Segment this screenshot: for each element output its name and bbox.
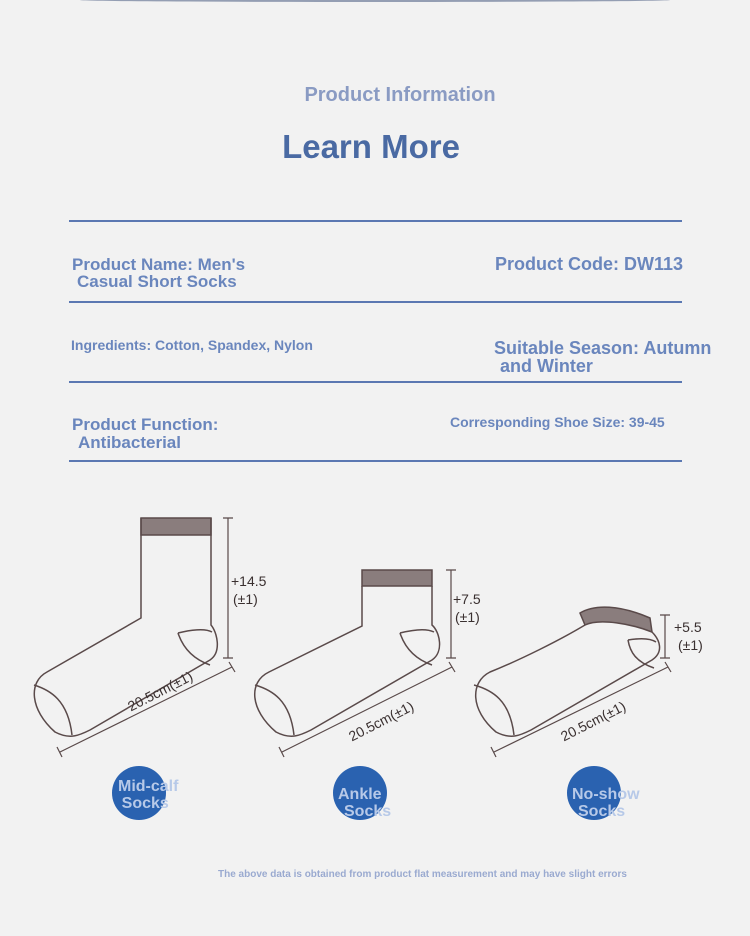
divider-line [69, 460, 682, 462]
no-show-badge [567, 766, 621, 820]
no-show-label: No-show Socks [572, 786, 640, 820]
mid-calf-height: +14.5 (±1) [231, 572, 266, 608]
ankle-sock-illustration [254, 569, 456, 758]
height-tolerance: (±1) [455, 609, 480, 625]
section-subtitle: Product Information [304, 84, 496, 106]
shoe-size: Corresponding Shoe Size: 39-45 [450, 414, 665, 430]
footnote: The above data is obtained from product … [218, 869, 627, 880]
label-line1: Mid-calf [118, 778, 179, 795]
top-decoration-bar [80, 0, 670, 2]
product-name-line2: Casual Short Socks [77, 272, 237, 291]
product-function: Product Function: Antibacterial [72, 416, 218, 452]
product-name-line1: Product Name: Men's [72, 255, 246, 274]
label-line2: Socks [578, 803, 626, 820]
ingredients: Ingredients: Cotton, Spandex, Nylon [71, 337, 313, 353]
suitable-season: Suitable Season: Autumn and Winter [494, 339, 711, 375]
divider-line [69, 381, 682, 383]
no-show-sock-illustration [473, 606, 672, 758]
label-line1: Ankle [338, 786, 382, 803]
ankle-badge [333, 766, 387, 820]
label-line2: Socks [121, 795, 169, 812]
divider-line [69, 220, 682, 222]
product-function-line2: Antibacterial [78, 433, 181, 452]
mid-calf-badge [112, 766, 166, 820]
product-function-line1: Product Function: [72, 415, 219, 434]
label-line1: No-show [572, 786, 640, 803]
section-title: Learn More [282, 128, 460, 165]
mid-calf-sock-illustration [33, 517, 236, 758]
height-value: +7.5 [453, 591, 481, 607]
height-value: +14.5 [231, 573, 267, 589]
label-line2: Socks [344, 803, 392, 820]
product-name: Product Name: Men's Casual Short Socks [72, 256, 245, 290]
mid-calf-label: Mid-calf Socks [118, 778, 178, 812]
ankle-label: Ankle Socks [338, 786, 391, 820]
divider-line [69, 301, 682, 303]
height-tolerance: (±1) [678, 637, 703, 653]
suitable-season-line1: Suitable Season: Autumn [494, 338, 712, 358]
sock-size-diagram [33, 517, 672, 758]
suitable-season-line2: and Winter [500, 356, 593, 376]
no-show-height: +5.5 (±1) [674, 618, 703, 654]
height-tolerance: (±1) [233, 591, 258, 607]
ankle-height: +7.5 (±1) [453, 590, 481, 626]
height-value: +5.5 [674, 619, 702, 635]
product-code: Product Code: DW113 [495, 254, 684, 274]
